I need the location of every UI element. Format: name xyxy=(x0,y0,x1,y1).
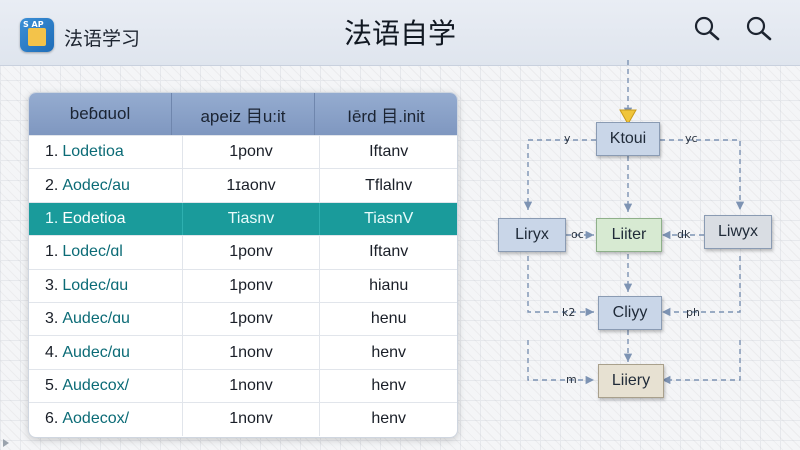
flow-node-center[interactable]: Liiter xyxy=(596,218,662,252)
cell-term: 4.Audec/ɑu xyxy=(29,336,183,369)
flow-node-bottom[interactable]: Liiery xyxy=(598,364,664,398)
column-header[interactable]: beɓɑuol xyxy=(29,93,172,135)
row-number: 3. xyxy=(45,310,59,328)
flow-node-top[interactable]: Ktoui xyxy=(596,122,660,156)
cell-col3: TiasnV xyxy=(364,209,414,227)
cell-col2: 1ponv xyxy=(183,136,321,169)
table-header: beɓɑuol apeiz 目u:it Iērd 目.init xyxy=(29,93,457,135)
term-name: Aodecox/ xyxy=(62,410,130,428)
row-number: 3. xyxy=(45,276,59,294)
term-name: Audec/ɑu xyxy=(62,343,130,361)
cell-col2: 1ponv xyxy=(183,236,321,269)
cell-col3: hianu xyxy=(369,276,409,294)
row-number: 6. xyxy=(45,410,59,428)
edge-label: oc xyxy=(571,228,584,241)
cell-col3: henv xyxy=(371,343,407,361)
app-logo-icon[interactable]: S AP xyxy=(20,18,54,52)
term-name: Lodec/ɑu xyxy=(62,276,129,294)
row-number: 2. xyxy=(45,176,59,194)
cell-term: 1.Lodetioa xyxy=(29,136,183,169)
edge-label: ph xyxy=(686,306,700,319)
table-row[interactable]: 5.Audecox/1nonv henv xyxy=(29,368,457,403)
cell-col3: henv xyxy=(371,410,407,428)
cell-term: 3.Audec/ɑu xyxy=(29,302,183,336)
cell-col2: 1nonv xyxy=(183,403,321,436)
search-icon-2 xyxy=(746,16,772,41)
edge-label: y xyxy=(564,132,571,145)
edge-label: k2 xyxy=(562,306,576,319)
flow-node-left[interactable]: Liryx xyxy=(498,218,566,252)
cell-col2: 1nonv xyxy=(183,369,321,403)
page-title: 法语自学 xyxy=(343,17,456,50)
row-number: 1. xyxy=(45,143,59,161)
cell-term: 3.Lodec/ɑu xyxy=(29,269,183,302)
edge-label: m xyxy=(566,373,577,386)
app-logo-tag: S AP xyxy=(23,20,44,29)
search-button[interactable] xyxy=(692,14,722,44)
cell-col2: Tiasnv xyxy=(183,202,321,236)
cell-col2: 1nonv xyxy=(183,336,321,369)
term-name: Eodetioa xyxy=(62,209,126,227)
flowchart-connectors xyxy=(523,60,745,385)
row-number: 1. xyxy=(45,209,59,227)
edge-label: yc xyxy=(685,132,698,145)
cell-col3: Iftanv xyxy=(369,243,409,261)
flow-node-mid[interactable]: Cliyy xyxy=(598,296,662,330)
play-triangle-icon[interactable] xyxy=(3,439,9,447)
term-name: Aodec/au xyxy=(62,176,130,194)
cell-term: 1.Eodetioa xyxy=(29,202,183,236)
term-name: Lodetioa xyxy=(62,143,124,161)
column-header[interactable]: Iērd 目.init xyxy=(347,106,425,126)
row-number: 5. xyxy=(45,376,59,394)
cell-term: 6.Aodecox/ xyxy=(29,403,183,436)
row-number: 4. xyxy=(45,343,59,361)
app-header: S AP 法语学习 法语自学 xyxy=(0,0,800,66)
row-number: 1. xyxy=(45,243,59,261)
term-name: Lodec/ɑl xyxy=(62,243,123,261)
logo-emblem xyxy=(28,28,46,46)
cell-col3: henu xyxy=(370,310,407,328)
table-row[interactable]: 6.Aodecox/1nonv henv xyxy=(29,402,457,436)
term-name: Audec/ɑu xyxy=(62,310,130,328)
column-header[interactable]: apeiz 目u:it xyxy=(172,93,315,135)
cell-col3: Iftanv xyxy=(369,143,409,161)
cell-col2: 1ɪaonv xyxy=(183,169,321,202)
flow-node-right[interactable]: Liwyx xyxy=(704,215,772,249)
term-name: Audecox/ xyxy=(62,376,130,394)
search-button-2[interactable] xyxy=(744,14,774,44)
cell-term: 5.Audecox/ xyxy=(29,369,183,403)
cell-col2: 1ponv xyxy=(183,269,321,302)
search-icon xyxy=(694,16,720,41)
edge-label: dk xyxy=(677,228,691,241)
cell-col3: Tflalnv xyxy=(365,176,413,194)
app-name: 法语学习 xyxy=(64,28,141,50)
flowchart: Ktoui Liryx Liiter Liwyx Cliyy Liiery y … xyxy=(480,60,800,450)
cell-col3: henv xyxy=(371,376,407,394)
cell-term: 2.Aodec/au xyxy=(29,169,183,202)
cell-term: 1.Lodec/ɑl xyxy=(29,236,183,269)
vocabulary-table: beɓɑuol apeiz 目u:it Iērd 目.init 1.Lodeti… xyxy=(28,92,458,438)
cell-col2: 1ponv xyxy=(183,302,321,336)
